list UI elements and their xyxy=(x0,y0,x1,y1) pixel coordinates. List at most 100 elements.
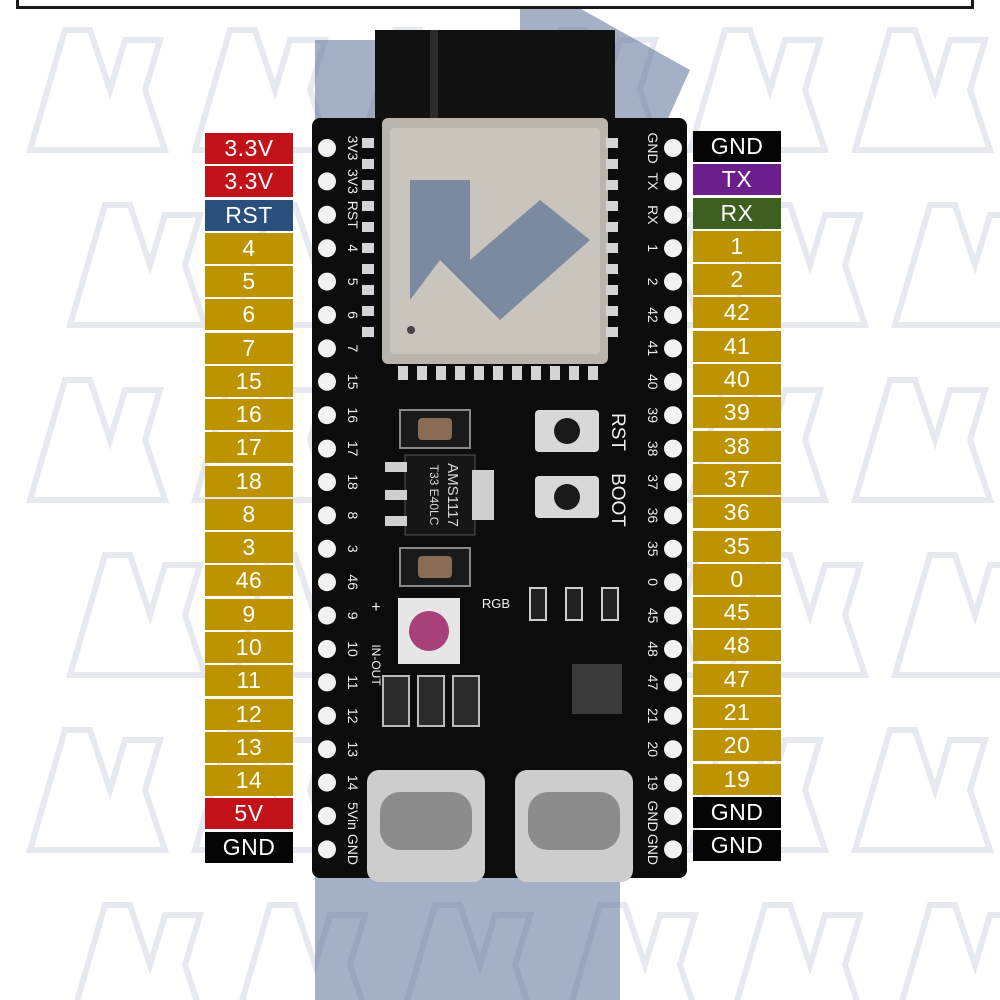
rgb-led-lens xyxy=(409,611,449,651)
usb-c-port-opening xyxy=(528,792,620,850)
silkscreen-label: 14 xyxy=(345,775,361,791)
module-pad xyxy=(362,159,374,169)
pin-label-9: 9 xyxy=(205,598,293,630)
status-led xyxy=(601,587,619,621)
pin-label-48: 48 xyxy=(693,630,781,662)
rgb-label: RGB xyxy=(482,596,510,611)
silkscreen-label: 10 xyxy=(345,641,361,657)
pin-label-tx: TX xyxy=(693,164,781,196)
module-pad xyxy=(606,201,618,211)
pin-label-gnd: GND xyxy=(693,796,781,828)
watermark-band xyxy=(410,180,590,320)
silkscreen-label: GND xyxy=(645,834,661,865)
pin-label-40: 40 xyxy=(693,364,781,396)
pin-label-45: 45 xyxy=(693,597,781,629)
silkscreen-label: 5Vin xyxy=(345,802,361,830)
capacitor-body xyxy=(418,556,452,578)
silkscreen-label: 46 xyxy=(345,574,361,590)
header-hole xyxy=(664,706,682,725)
module-pad xyxy=(550,366,560,380)
pin-label-41: 41 xyxy=(693,330,781,362)
pin-label-17: 17 xyxy=(205,432,293,464)
watermark-logo xyxy=(851,377,995,503)
pin-label-5: 5 xyxy=(205,266,293,298)
pin-label-19: 19 xyxy=(693,763,781,795)
left-header-holes xyxy=(318,139,336,859)
header-hole xyxy=(318,473,336,491)
pin-label-6: 6 xyxy=(205,299,293,331)
silkscreen-label: 37 xyxy=(645,474,661,490)
header-hole xyxy=(318,439,336,458)
silkscreen-label: 13 xyxy=(345,741,361,757)
silkscreen-label: 40 xyxy=(645,374,661,390)
pin-label-3: 3 xyxy=(205,532,293,564)
header-hole xyxy=(664,606,682,625)
module-pad xyxy=(606,306,618,316)
header-hole xyxy=(318,372,336,391)
status-led xyxy=(565,587,583,621)
header-hole xyxy=(664,406,682,425)
silkscreen-label: 45 xyxy=(645,608,661,624)
module-pad xyxy=(493,366,503,380)
silkscreen-label: 6 xyxy=(345,311,361,319)
header-hole xyxy=(664,807,682,825)
pin-label-12: 12 xyxy=(205,698,293,730)
header-hole xyxy=(664,773,682,792)
regulator-leg xyxy=(385,516,407,526)
silkscreen-label: 36 xyxy=(645,508,661,524)
regulator-tab xyxy=(472,470,494,520)
antenna-trace xyxy=(430,30,438,130)
module-pad xyxy=(362,243,374,253)
regulator-label: AMS1117 xyxy=(444,463,461,527)
module-pad xyxy=(455,366,465,380)
boot-button-cap[interactable] xyxy=(554,484,580,510)
pin-label-0: 0 xyxy=(693,563,781,595)
header-hole xyxy=(318,239,336,258)
silkscreen-label: TX xyxy=(645,172,661,191)
pin-label-39: 39 xyxy=(693,397,781,429)
usb-bridge-chip xyxy=(572,664,622,714)
diode xyxy=(452,675,480,727)
pin-label-16: 16 xyxy=(205,399,293,431)
module-pads xyxy=(362,138,618,380)
header-hole xyxy=(664,172,682,191)
rst-button-cap[interactable] xyxy=(554,418,580,444)
silkscreen-label: 47 xyxy=(645,675,661,691)
header-hole xyxy=(318,139,336,157)
module-pad xyxy=(362,138,374,148)
silkscreen-label: 2 xyxy=(645,278,661,286)
module-pad xyxy=(588,366,598,380)
pin-label-46: 46 xyxy=(205,565,293,597)
pin-label-18: 18 xyxy=(205,465,293,497)
pin-label-3-3v: 3.3V xyxy=(205,133,293,164)
plus-label: + xyxy=(371,599,380,616)
header-hole xyxy=(318,539,336,558)
top-frame-border xyxy=(16,0,974,9)
header-hole xyxy=(664,539,682,558)
left-silkscreen: 3V33V3RST4567151617188346910111213145Vin… xyxy=(345,136,361,865)
header-hole xyxy=(664,372,682,391)
silkscreen-label: RST xyxy=(345,201,361,229)
pin-label-42: 42 xyxy=(693,297,781,329)
module-pad xyxy=(362,264,374,274)
header-hole xyxy=(318,506,336,525)
module-pad xyxy=(606,222,618,232)
module-pad xyxy=(606,159,618,169)
silkscreen-label: 8 xyxy=(345,512,361,520)
silkscreen-label: 41 xyxy=(645,341,661,357)
module-pad xyxy=(606,138,618,148)
silkscreen-label: 18 xyxy=(345,474,361,490)
diode xyxy=(382,675,410,727)
silkscreen-label: 11 xyxy=(345,675,361,690)
pin-label-gnd: GND xyxy=(693,131,781,162)
silkscreen-label: 20 xyxy=(645,741,661,757)
module-pad xyxy=(474,366,484,380)
watermark-logo xyxy=(851,727,995,853)
silkscreen-label: GND xyxy=(345,834,361,865)
silkscreen-label: 0 xyxy=(645,578,661,586)
pin-label-47: 47 xyxy=(693,663,781,695)
regulator-chip xyxy=(404,454,476,536)
watermark-logo xyxy=(891,202,1000,328)
